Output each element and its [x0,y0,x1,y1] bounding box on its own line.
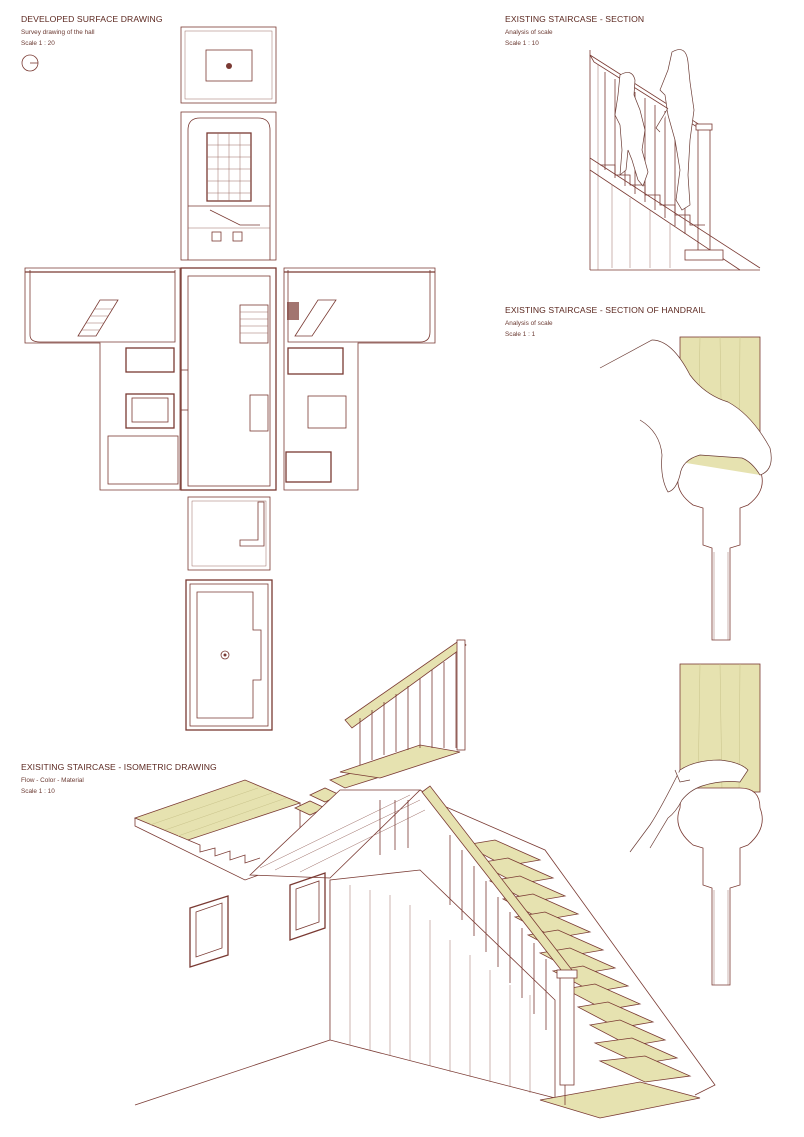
staircase-section [589,49,761,271]
handrail-subtitle: Analysis of scale [505,319,553,327]
north-arrow-icon [21,54,39,72]
isometric-title: EXISITING STAIRCASE - ISOMETRIC DRAWING [21,762,217,772]
surface-caption: DEVELOPED SURFACE DRAWING Survey drawing… [21,15,163,47]
section-scale: Scale 1 : 10 [505,40,539,47]
ceiling-panel [180,26,277,104]
handrail-section-bottom [629,663,763,986]
isometric-staircase [133,639,716,1119]
floor-plan [180,267,277,491]
section-subtitle: Analysis of scale [505,28,553,36]
door-wall [185,579,273,731]
wall-with-window [180,111,277,261]
figure-adult [655,49,695,211]
handrail-caption: EXISTING STAIRCASE - SECTION OF HANDRAIL… [505,306,706,338]
hand-bottom [629,759,749,853]
figure-child [614,72,649,187]
handrail-section-top [599,336,772,641]
right-wall [283,267,436,491]
hand-top [599,339,772,493]
developed-surface-drawing [24,26,436,731]
handrail-scale: Scale 1 : 1 [505,331,536,338]
left-wall [24,267,181,491]
handrail-title: EXISTING STAIRCASE - SECTION OF HANDRAIL [505,305,706,315]
surface-subtitle: Survey drawing of the hall [21,28,95,36]
bottom-wall [187,496,271,571]
iso-window-right [289,872,326,941]
section-caption: EXISTING STAIRCASE - SECTION Analysis of… [505,15,644,47]
isometric-subtitle: Flow - Color - Material [21,776,84,784]
surface-title: DEVELOPED SURFACE DRAWING [21,14,163,24]
section-title: EXISTING STAIRCASE - SECTION [505,14,645,24]
isometric-caption: EXISITING STAIRCASE - ISOMETRIC DRAWING … [21,763,217,795]
isometric-scale: Scale 1 : 10 [21,788,55,795]
iso-window-left [189,895,229,968]
surface-scale: Scale 1 : 20 [21,40,55,47]
